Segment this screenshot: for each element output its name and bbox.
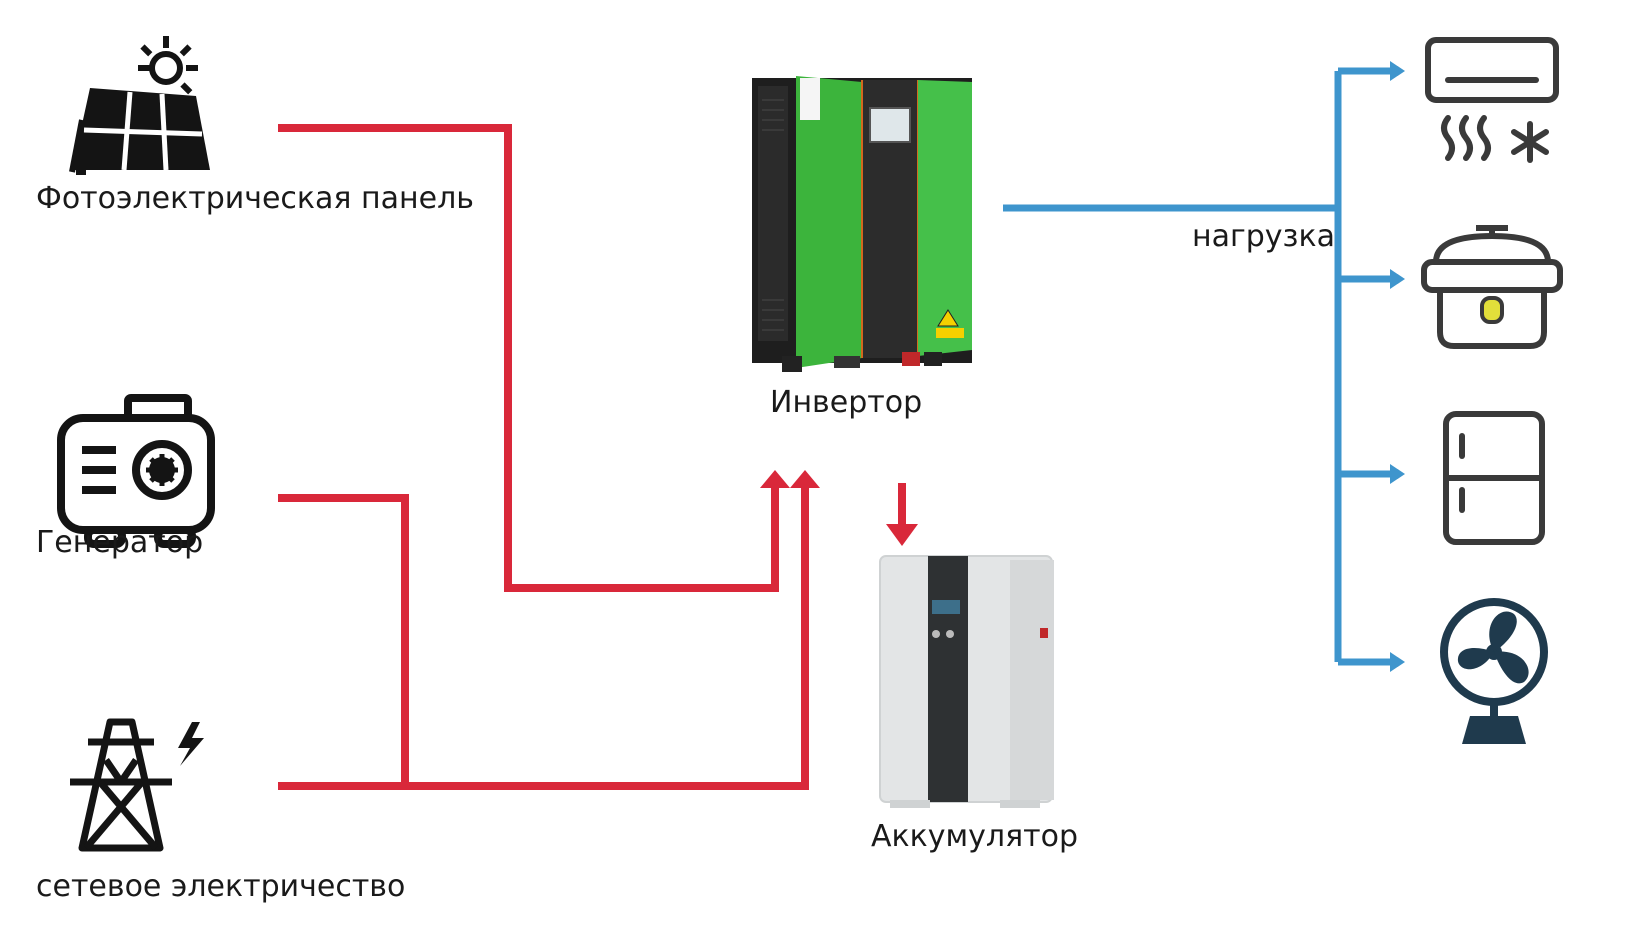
output-lines xyxy=(1003,67,1392,666)
grid-label: сетевое электричество xyxy=(36,869,406,904)
arrowhead-fan xyxy=(1390,652,1405,672)
pv-panel-label: Фотоэлектрическая панель xyxy=(36,181,474,216)
power-tower-icon xyxy=(70,718,204,852)
arrowhead-cooker xyxy=(1390,269,1405,289)
arrowhead-ac xyxy=(1390,61,1405,81)
output-arrowheads xyxy=(1390,61,1405,672)
arrowhead-pv xyxy=(760,470,790,488)
inverter-image xyxy=(752,76,972,372)
arrowhead-battery xyxy=(886,524,918,546)
air-conditioner-icon xyxy=(1425,37,1559,163)
battery-image xyxy=(879,555,1054,808)
rice-cooker-icon xyxy=(1421,225,1563,349)
generator-icon xyxy=(57,394,215,548)
generator-label: Генератор xyxy=(36,525,204,560)
solar-panel-icon xyxy=(69,36,210,175)
inverter-label: Инвертор xyxy=(770,385,923,420)
fan-icon xyxy=(1440,598,1548,744)
arrowhead-grid xyxy=(790,470,820,488)
pv-to-inverter-line xyxy=(278,124,779,592)
input-lines xyxy=(278,124,809,790)
grid-to-inverter-line xyxy=(278,484,809,790)
arrowhead-fridge xyxy=(1390,464,1405,484)
load-label: нагрузка xyxy=(1192,219,1336,254)
generator-line xyxy=(278,494,409,786)
battery-label: Аккумулятор xyxy=(871,819,1078,854)
refrigerator-icon xyxy=(1443,411,1545,545)
